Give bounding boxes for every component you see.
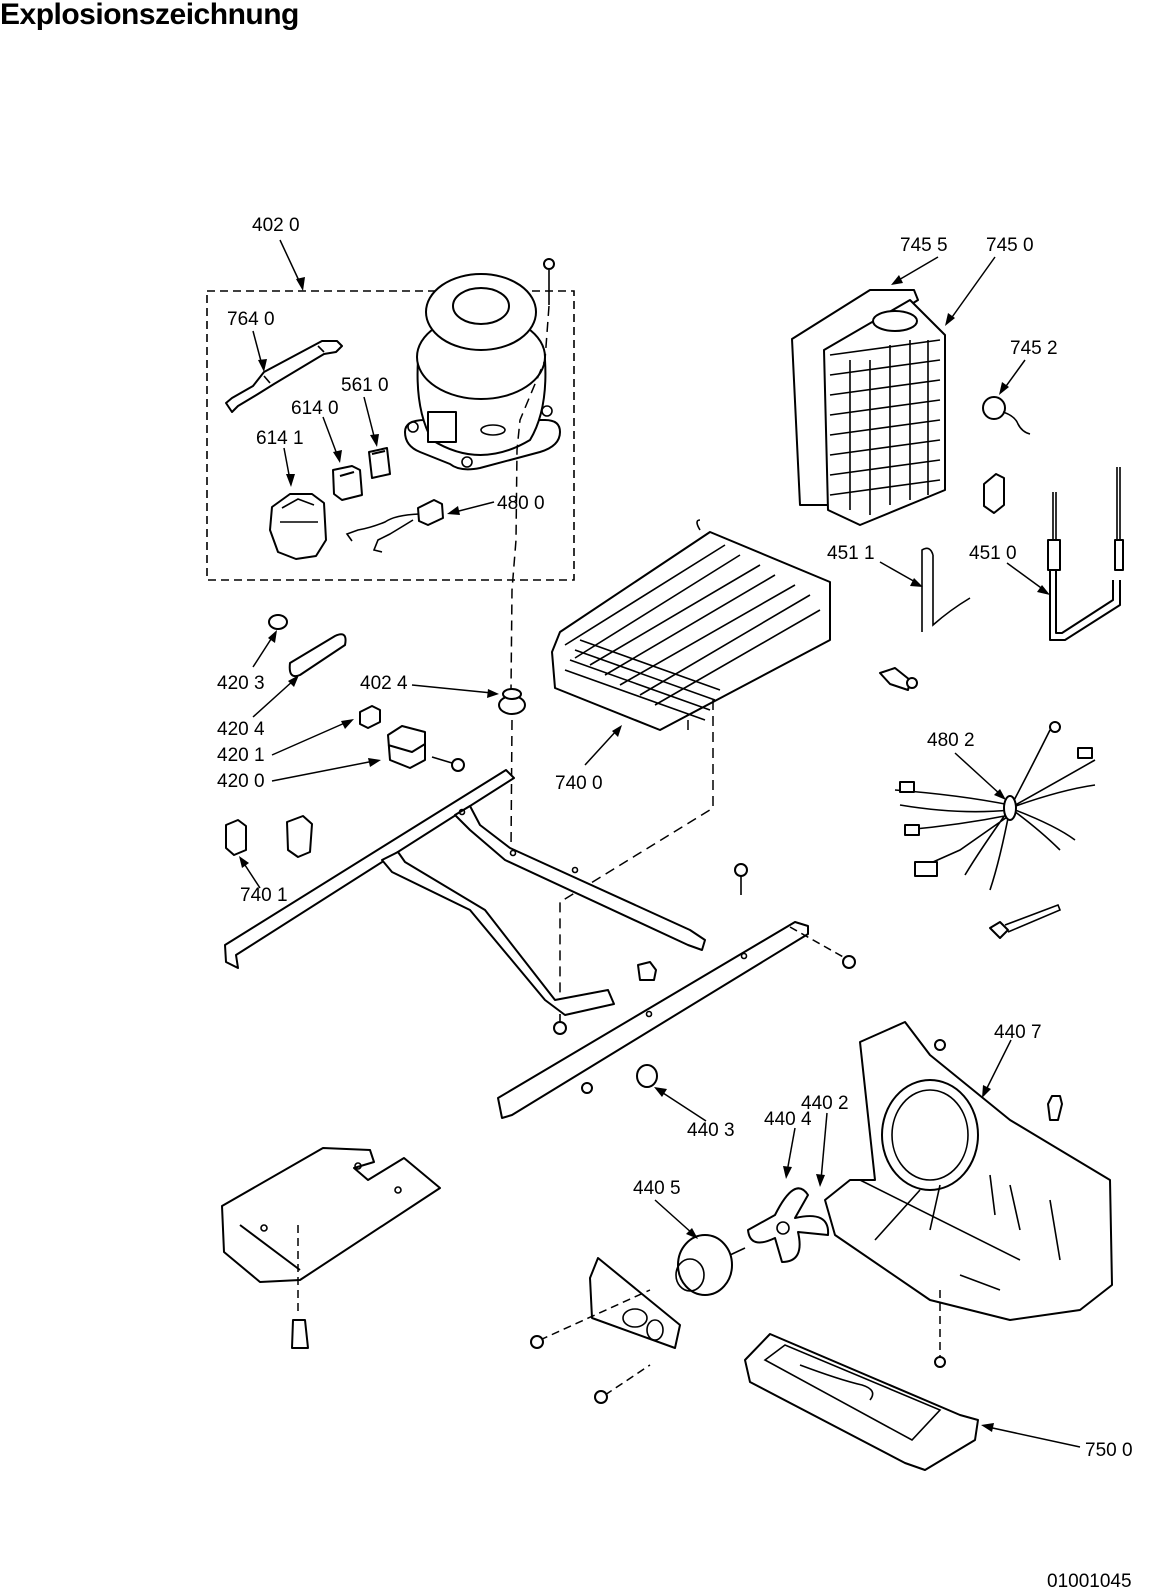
filter-drier-part <box>225 340 343 413</box>
callout-4024: 402 4 <box>360 673 408 694</box>
callout-4402: 440 2 <box>801 1093 849 1114</box>
sleeve-part-4203 <box>268 614 288 630</box>
screw-part-top <box>510 258 555 691</box>
callout-5610: 561 0 <box>341 375 389 396</box>
frame-part <box>224 769 809 1119</box>
callout-4405: 440 5 <box>633 1178 681 1199</box>
wire-harness-part <box>894 721 1096 891</box>
callout-4404: 440 4 <box>764 1109 812 1130</box>
capacitor-part-4200 <box>387 725 465 772</box>
compressor-part <box>404 273 561 471</box>
callout-6141: 614 1 <box>256 428 304 449</box>
callout-4800: 480 0 <box>497 493 545 514</box>
tube-part-4510 <box>1047 467 1124 641</box>
clip-part-7401 <box>225 815 313 858</box>
callout-7455: 745 5 <box>900 235 948 256</box>
callout-7640: 764 0 <box>227 309 275 330</box>
callout-4020: 402 0 <box>252 215 300 236</box>
callout-4802: 480 2 <box>927 730 975 751</box>
callout-7500: 750 0 <box>1085 1440 1133 1461</box>
drip-tray-part <box>744 1333 979 1471</box>
grommet-part <box>498 688 526 715</box>
callout-7450: 745 0 <box>986 235 1034 256</box>
tube-part-4511 <box>921 547 971 632</box>
tube-part-4204 <box>288 633 347 678</box>
callout-4201: 420 1 <box>217 745 265 766</box>
callout-4203: 420 3 <box>217 673 265 694</box>
fan-shroud-part <box>824 1021 1113 1368</box>
callout-7452: 745 2 <box>1010 338 1058 359</box>
screw-parts <box>553 667 918 1094</box>
cable-tie-part <box>989 903 1062 939</box>
callout-4511: 451 1 <box>827 543 875 564</box>
callout-4204: 420 4 <box>217 719 265 740</box>
fan-blade-part <box>747 1187 830 1263</box>
document-id: 01001045 <box>1047 1571 1132 1592</box>
clip-part-small <box>983 473 1005 514</box>
callout-6140: 614 0 <box>291 398 339 419</box>
clip-part-4201 <box>359 705 381 729</box>
callout-4403: 440 3 <box>687 1120 735 1141</box>
callout-4200: 420 0 <box>217 771 265 792</box>
callout-7400: 740 0 <box>555 773 603 794</box>
callout-4510: 451 0 <box>969 543 1017 564</box>
fan-bracket-part <box>530 1257 681 1404</box>
leader-lines <box>239 239 1081 1448</box>
evaporator-part <box>791 289 946 526</box>
power-cable-part <box>345 499 444 553</box>
callout-4407: 440 7 <box>994 1022 1042 1043</box>
callout-labels: 402 0 764 0 561 0 614 0 614 1 480 0 745 … <box>217 215 1133 1461</box>
callout-7401: 740 1 <box>240 885 288 906</box>
compressor-group-box <box>206 290 575 581</box>
relay-part <box>332 465 363 501</box>
page-title: Explosionszeichnung <box>0 0 299 31</box>
fan-motor-part <box>675 1234 746 1296</box>
relay-cover-part <box>269 493 327 560</box>
thermostat-sensor-part <box>982 396 1031 435</box>
base-plate-part <box>221 1147 441 1349</box>
overload-part <box>368 447 391 479</box>
condenser-part <box>510 519 831 1010</box>
